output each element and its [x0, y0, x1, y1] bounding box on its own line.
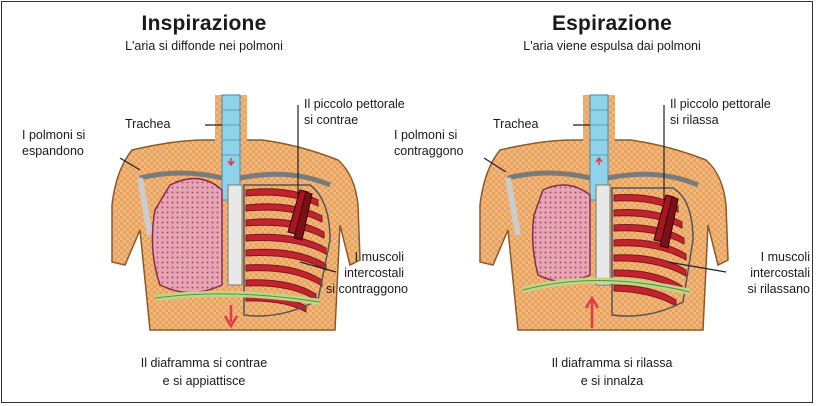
- lungs-label: I polmoni si contraggono: [394, 127, 464, 159]
- lung-contracted: [533, 185, 590, 281]
- sternum: [228, 185, 242, 285]
- expiration-panel: Espirazione L'aria viene espulsa dai pol…: [408, 0, 816, 404]
- diaphragm-caption: Il diaframma si rilassa e si innalza: [408, 354, 816, 390]
- inspiration-torso-illustration: [0, 0, 408, 404]
- pectoral-label: Il piccolo pettorale si contrae: [304, 96, 405, 128]
- intercostal-label: I muscoli intercostali si rilassano: [726, 249, 810, 297]
- lung-expanded: [152, 179, 222, 293]
- intercostal-label: I muscoli intercostali si contraggono: [326, 249, 404, 297]
- trachea-label: Trachea: [125, 116, 170, 132]
- pectoral-label: Il piccolo pettorale si rilassa: [670, 96, 771, 128]
- inspiration-panel: Inspirazione L'aria si diffonde nei polm…: [0, 0, 408, 404]
- lungs-label: I polmoni si espandono: [22, 127, 85, 159]
- expiration-subtitle: L'aria viene espulsa dai polmoni: [408, 39, 816, 53]
- inspiration-title: Inspirazione: [0, 12, 408, 36]
- trachea-tube: [222, 95, 240, 200]
- sternum: [596, 185, 610, 285]
- expiration-torso-illustration: [408, 0, 816, 404]
- expiration-title: Espirazione: [408, 12, 816, 36]
- inspiration-subtitle: L'aria si diffonde nei polmoni: [0, 39, 408, 53]
- trachea-tube: [590, 95, 608, 200]
- trachea-label: Trachea: [493, 116, 538, 132]
- diaphragm-caption: Il diaframma si contrae e si appiattisce: [0, 354, 408, 390]
